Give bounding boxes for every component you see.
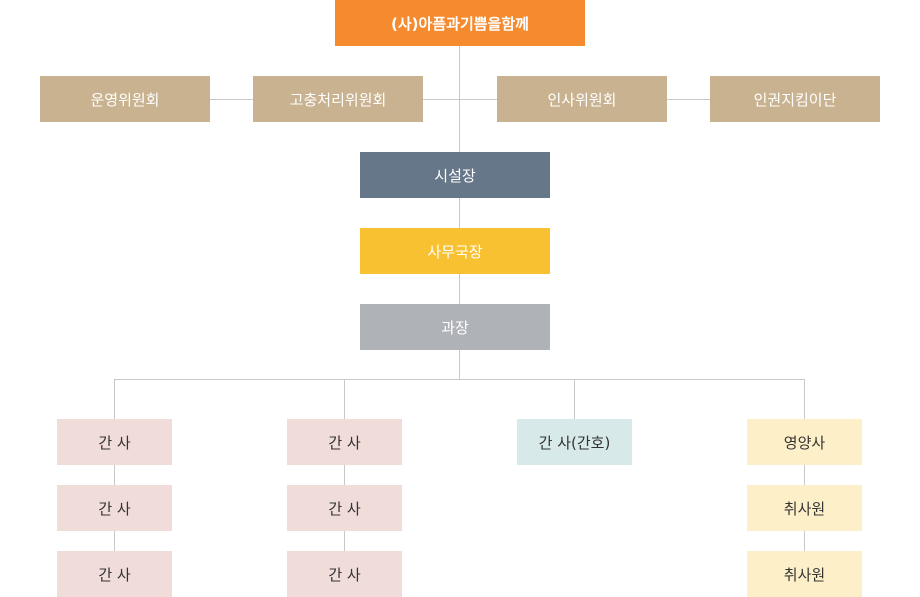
col2-staff-1-box: 간 사 [287, 419, 402, 465]
connector-branch-horizontal [114, 379, 805, 380]
section-chief-box: 과장 [360, 304, 550, 350]
connector-branch-col1 [114, 379, 115, 419]
committee-grievance-box: 고충처리위원회 [253, 76, 423, 122]
connector-branch-col4 [804, 379, 805, 419]
col2-staff-3-box: 간 사 [287, 551, 402, 597]
col1-staff-2-box: 간 사 [57, 485, 172, 531]
director-box: 시설장 [360, 152, 550, 198]
committee-personnel-box: 인사위원회 [497, 76, 667, 122]
connector-branch-col2 [344, 379, 345, 419]
col4-nutritionist-box: 영양사 [747, 419, 862, 465]
connector-chief-branch [459, 350, 460, 380]
col2-staff-2-box: 간 사 [287, 485, 402, 531]
committee-operation-box: 운영위원회 [40, 76, 210, 122]
connector-committee-right [667, 99, 711, 100]
connector-secretary-chief [459, 274, 460, 304]
connector-committee-left [210, 99, 254, 100]
col4-cook-1-box: 취사원 [747, 485, 862, 531]
org-top-box: (사)아픔과기쁨을함께 [335, 0, 585, 46]
committee-human-rights-box: 인권지킴이단 [710, 76, 880, 122]
col4-cook-2-box: 취사원 [747, 551, 862, 597]
col1-staff-1-box: 간 사 [57, 419, 172, 465]
connector-branch-col3 [574, 379, 575, 419]
connector-director-secretary [459, 198, 460, 228]
col3-staff-nursing-box: 간 사(간호) [517, 419, 632, 465]
col1-staff-3-box: 간 사 [57, 551, 172, 597]
connector-committee-center [423, 99, 498, 100]
secretary-general-box: 사무국장 [360, 228, 550, 274]
